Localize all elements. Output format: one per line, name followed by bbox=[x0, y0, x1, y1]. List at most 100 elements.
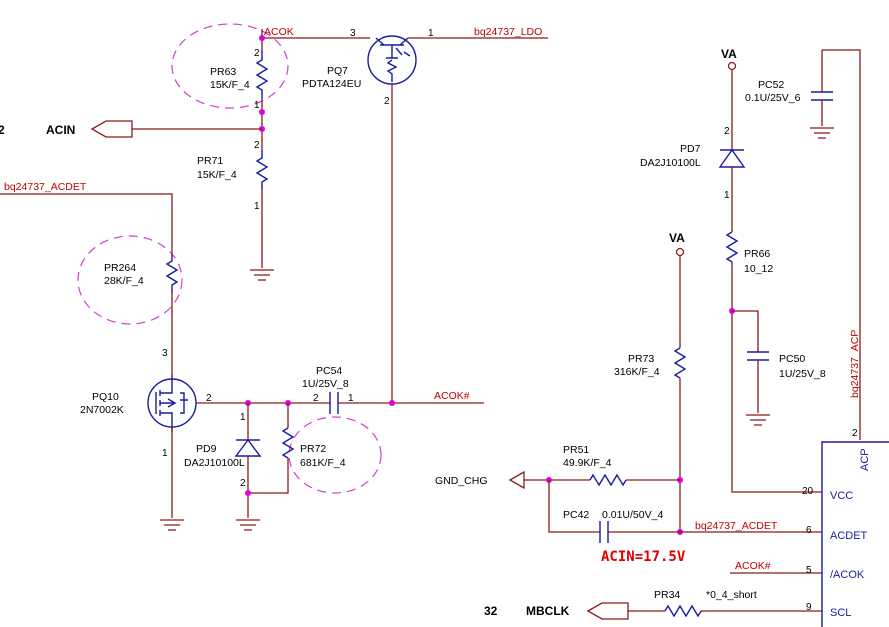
pc52-capacitor bbox=[811, 91, 833, 101]
ic-pin-num-scl: 9 bbox=[806, 602, 812, 613]
wire-pc50-top bbox=[732, 310, 759, 352]
highlight-pr63 bbox=[171, 23, 289, 109]
pr63-ref: PR63 bbox=[210, 66, 236, 78]
ic-pin-name-vcc: VCC bbox=[830, 490, 853, 502]
net-va-top: VA bbox=[721, 47, 737, 61]
ic-body bbox=[821, 441, 889, 627]
pq10-value: 2N7002K bbox=[80, 404, 124, 416]
pd7-diode bbox=[718, 148, 746, 168]
pr72-resistor bbox=[281, 427, 295, 459]
pr72-value: 681K/F_4 bbox=[300, 457, 346, 469]
pr73-ref: PR73 bbox=[628, 353, 654, 365]
ic-pin-name-acok: /ACOK bbox=[830, 569, 865, 581]
net-bq-acp: bq24737_ACP bbox=[849, 330, 861, 398]
net-acok: ACOK bbox=[264, 26, 294, 38]
net-acin-pin: 2 bbox=[0, 123, 5, 137]
junction-pq7-base bbox=[389, 400, 395, 406]
pq7-internal-resistor bbox=[386, 59, 398, 82]
pc54-capacitor bbox=[329, 392, 339, 414]
pr71-pin-top: 2 bbox=[254, 140, 260, 151]
wire-pr66-vcc bbox=[731, 262, 822, 493]
pd9-ref: PD9 bbox=[196, 443, 217, 455]
pq7-symbol bbox=[375, 37, 409, 59]
pr66-value: 10_12 bbox=[744, 263, 773, 275]
pd9-pin-bot: 2 bbox=[240, 478, 246, 489]
ic-pin-num-acok: 5 bbox=[806, 565, 812, 576]
net-mbclk: MBCLK bbox=[526, 604, 570, 618]
net-va-mid: VA bbox=[669, 231, 685, 245]
pq7-pin-b: 2 bbox=[384, 96, 390, 107]
pr264-ref: PR264 bbox=[104, 262, 136, 274]
pc50-capacitor bbox=[747, 351, 769, 361]
pr34-value: *0_4_short bbox=[706, 589, 757, 601]
pc52-ref: PC52 bbox=[758, 79, 784, 91]
pr63-pin-top: 2 bbox=[254, 48, 260, 59]
pr66-ref: PR66 bbox=[744, 248, 770, 260]
pr71-resistor bbox=[255, 150, 269, 190]
pq7-pin-c: 1 bbox=[428, 28, 434, 39]
pq10-ref: PQ10 bbox=[92, 391, 119, 403]
pq7-value: PDTA124EU bbox=[302, 78, 361, 90]
pq10-pin-g: 2 bbox=[206, 393, 212, 404]
net-acok-hash2: ACOK# bbox=[735, 560, 771, 572]
va-terminal-mid bbox=[675, 247, 685, 257]
pc42-ref: PC42 bbox=[563, 509, 589, 521]
pr63-resistor bbox=[255, 50, 269, 98]
pc42-value: 0.01U/50V_4 bbox=[602, 509, 663, 521]
junction-pr63 bbox=[259, 109, 265, 115]
net-bq-acdet-left: bq24737_ACDET bbox=[4, 181, 87, 193]
pc50-value: 1U/25V_8 bbox=[779, 368, 826, 380]
pq10-symbol bbox=[155, 375, 188, 432]
pq7-pin-e: 3 bbox=[350, 28, 356, 39]
ground-symbol-pd9 bbox=[236, 519, 260, 531]
pc54-value: 1U/25V_8 bbox=[302, 378, 349, 390]
wire-pr72-bot bbox=[248, 458, 289, 494]
junction-acok bbox=[259, 35, 265, 41]
pd7-pin-top: 2 bbox=[724, 126, 730, 137]
pq10-pin-d: 3 bbox=[162, 348, 168, 359]
pc50-ref: PC50 bbox=[779, 353, 805, 365]
ground-symbol-pc50 bbox=[746, 414, 770, 426]
pq7-ref: PQ7 bbox=[327, 65, 348, 77]
net-gnd-chg: GND_CHG bbox=[435, 475, 488, 487]
pr63-pin-bot: 1 bbox=[254, 100, 260, 111]
wire-acp bbox=[822, 49, 861, 440]
gnd-chg-symbol bbox=[508, 470, 525, 490]
highlight-pr264 bbox=[77, 235, 183, 325]
ic-pin-name-acdet: ACDET bbox=[830, 530, 868, 542]
pd7-value: DA2J10100L bbox=[640, 157, 701, 169]
pd7-pin-bot: 1 bbox=[724, 190, 730, 201]
net-bq-acdet-right: bq24737_ACDET bbox=[695, 520, 778, 532]
pq7-arrow bbox=[395, 47, 411, 57]
pr264-value: 28K/F_4 bbox=[104, 275, 144, 287]
ground-symbol-pc52 bbox=[810, 127, 834, 139]
net-bq-ldo: bq24737_LDO bbox=[474, 26, 542, 38]
highlight-pr72 bbox=[288, 416, 382, 494]
pr72-ref: PR72 bbox=[300, 443, 326, 455]
pd9-value: DA2J10100L bbox=[184, 457, 245, 469]
pr73-resistor bbox=[673, 347, 687, 379]
pr51-value: 49.9K/F_4 bbox=[563, 457, 612, 469]
junction-pr72-bot bbox=[245, 490, 251, 496]
pd7-ref: PD7 bbox=[680, 143, 701, 155]
pr71-value: 15K/F_4 bbox=[197, 169, 237, 181]
pc54-pin-l: 2 bbox=[313, 393, 319, 404]
acin-connector bbox=[90, 120, 133, 138]
pc54-ref: PC54 bbox=[316, 365, 342, 377]
pr71-ref: PR71 bbox=[197, 155, 223, 167]
ic-pin-name-scl: SCL bbox=[830, 607, 851, 619]
ground-symbol-pr71 bbox=[250, 269, 274, 281]
pr63-value: 15K/F_4 bbox=[210, 79, 250, 91]
acin-voltage-annotation: ACIN=17.5V bbox=[601, 549, 686, 565]
ic-pin-num-vcc: 20 bbox=[802, 486, 814, 497]
net-mbclk-pin: 32 bbox=[484, 604, 498, 618]
net-acin: ACIN bbox=[46, 123, 75, 137]
pd9-pin-top: 1 bbox=[240, 412, 246, 423]
pd9-diode bbox=[234, 438, 262, 457]
net-acok-hash: ACOK# bbox=[434, 390, 470, 402]
pr66-resistor bbox=[725, 231, 739, 263]
pr264-resistor bbox=[165, 255, 179, 293]
ic-pin-name-acp: ACP bbox=[859, 448, 871, 471]
ground-symbol-pq10 bbox=[160, 519, 184, 531]
pr34-ref: PR34 bbox=[654, 589, 680, 601]
